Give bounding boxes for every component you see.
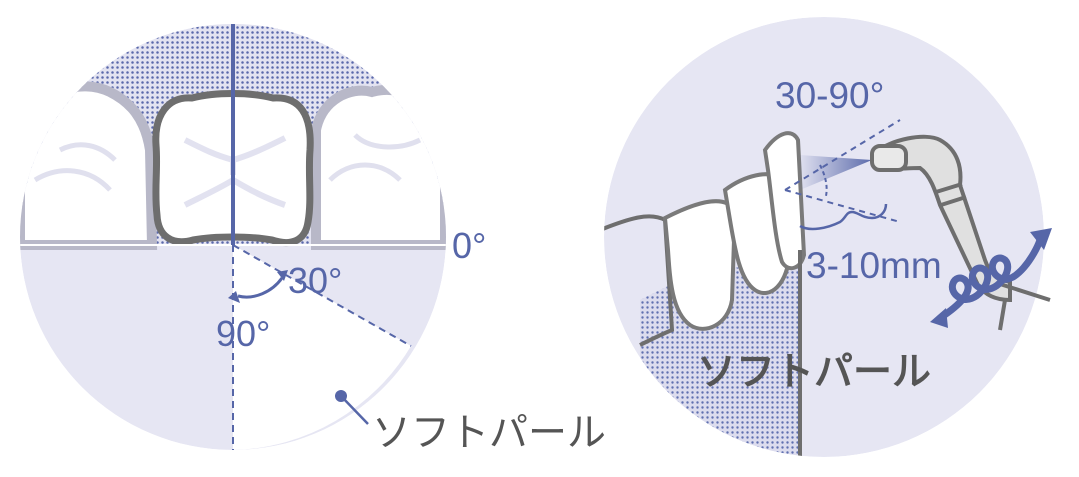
- right-tooth-1: [662, 199, 738, 331]
- right-tooth-3: [762, 131, 807, 271]
- right-tooth-groove: [328, 133, 422, 182]
- angle-arc-right: [819, 164, 828, 197]
- handpiece-tip: [870, 144, 908, 172]
- handpiece: [870, 134, 1051, 331]
- handpiece-ring-2: [940, 195, 967, 207]
- handpiece-body: [874, 134, 1012, 303]
- left-tooth-groove: [33, 142, 117, 192]
- rotation-spiral: [936, 236, 1044, 322]
- label-angle-range: 30-90°: [775, 75, 884, 116]
- cleaning-sector: [233, 245, 411, 450]
- label-90deg: 90°: [216, 313, 270, 354]
- product-label-right: ソフトパール: [697, 350, 931, 395]
- left-tooth: [20, 81, 158, 250]
- label-distance: 3-10mm: [806, 245, 942, 286]
- dashed-line-30deg: [232, 244, 412, 347]
- angle-arc: [237, 277, 284, 299]
- left-figure: [20, 24, 446, 450]
- angle-arrow-tail-icon: [277, 270, 288, 281]
- label-0deg: 0°: [452, 225, 486, 266]
- handpiece-cord: [998, 282, 1051, 331]
- leader-line: [340, 395, 369, 425]
- label-30deg: 30°: [288, 260, 342, 301]
- dashed-line-lower: [784, 189, 901, 223]
- product-label-left: ソフトパール: [372, 411, 606, 456]
- rotation-arrow-end-icon: [1030, 228, 1052, 250]
- handpiece-ring-1: [935, 182, 963, 194]
- rotation-arrow-start-icon: [930, 308, 948, 328]
- distance-brace: [799, 203, 888, 231]
- spray-beam: [800, 155, 872, 190]
- angle-arrow-head-icon: [228, 291, 240, 303]
